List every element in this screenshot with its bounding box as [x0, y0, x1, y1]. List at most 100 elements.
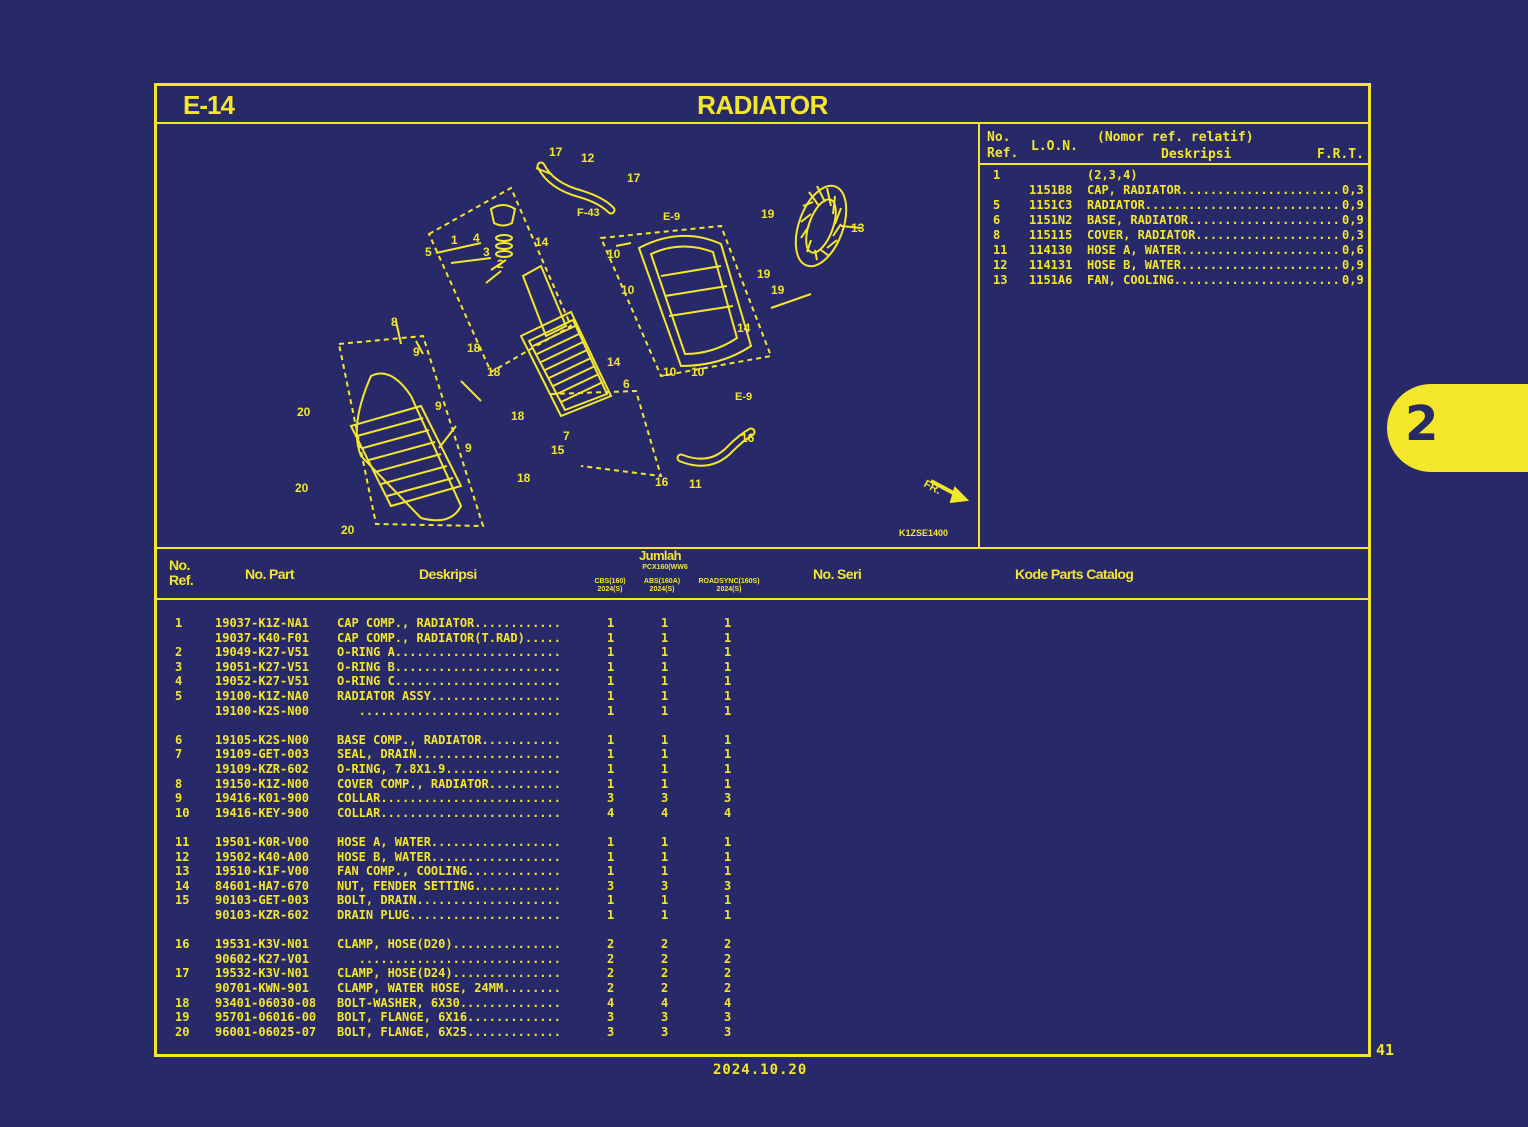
qty-cell: 1 [661, 776, 669, 791]
svg-text:2: 2 [497, 257, 504, 271]
divider [157, 547, 1368, 549]
part-number-cell: 90103-KZR-602 [215, 908, 309, 922]
part-number-cell: 19052-K27-V51 [215, 674, 309, 689]
svg-text:17: 17 [549, 145, 563, 159]
description-cell: CLAMP, WATER HOSE, 24MM........ [337, 981, 561, 995]
part-number-cell: 90602-K27-V01 [215, 951, 309, 966]
qty-cell: 1 [724, 689, 732, 703]
svg-text:14: 14 [737, 321, 751, 335]
frt-header: F.R.T. [1317, 147, 1364, 162]
qty-cell: 4 [607, 995, 615, 1010]
qty-cell: 2 [661, 937, 669, 952]
description-cell: FAN COMP., COOLING............. [337, 864, 561, 879]
lon-desc: (2,3,4) [1087, 168, 1138, 182]
description-cell: CLAMP, HOSE(D20)............... [337, 937, 561, 952]
lon-ref: 13 [993, 273, 1008, 287]
part-number-cell: 19532-K3V-N01 [215, 966, 309, 981]
qty-cell: 4 [607, 805, 615, 820]
ref-cell: 1 [175, 616, 183, 630]
svg-text:1: 1 [451, 233, 458, 247]
qty-cell: 1 [724, 645, 732, 660]
svg-text:20: 20 [341, 523, 355, 537]
lon-frt: 0,9 [1342, 273, 1364, 287]
svg-text:12: 12 [581, 151, 595, 165]
qty-cell: 1 [607, 893, 615, 908]
description-cell: DRAIN PLUG..................... [337, 908, 561, 922]
lon-ref: 12 [993, 258, 1008, 272]
catalog-header: Kode Parts Catalog [1015, 566, 1134, 582]
section-tab: 2 [1387, 384, 1528, 472]
lon-frt: 0,9 [1342, 213, 1364, 227]
qty-cell: 4 [724, 805, 732, 820]
qty-cell: 3 [724, 791, 732, 806]
qty-cell: 1 [724, 849, 732, 864]
svg-text:9: 9 [465, 441, 472, 455]
lon-code: 1151N2 [1029, 213, 1073, 227]
qty-cell: 1 [607, 835, 615, 849]
part-number-cell: 19051-K27-V51 [215, 659, 309, 674]
qty-cell: 2 [607, 981, 615, 995]
part-number-cell: 95701-06016-00 [215, 1010, 317, 1025]
model-col-1: CBS(160)2024(S) [594, 578, 626, 593]
description-cell: BOLT, FLANGE, 6X16............. [337, 1010, 561, 1025]
qty-cell: 1 [607, 732, 615, 747]
ref-cell: 13 [175, 864, 190, 879]
ref-cell: 5 [175, 689, 183, 703]
part-number-cell: 90701-KWN-901 [215, 981, 309, 995]
svg-text:16: 16 [655, 475, 669, 489]
page-title: RADIATOR [697, 90, 828, 120]
qty-cell: 4 [724, 995, 732, 1010]
qty-cell: 1 [724, 893, 732, 908]
svg-text:14: 14 [607, 355, 621, 369]
svg-text:19: 19 [761, 207, 775, 221]
svg-text:11: 11 [689, 477, 702, 491]
table-row: 90701-KWN-901 CLAMP, WATER HOSE, 24MM....… [157, 981, 857, 996]
qty-cell: 3 [661, 1010, 669, 1025]
qty-cell: 3 [607, 1010, 615, 1025]
qty-cell: 1 [607, 630, 615, 645]
lon-desc-header: Deskripsi [1161, 147, 1232, 162]
qty-cell: 1 [661, 659, 669, 674]
description-cell: BOLT-WASHER, 6X30.............. [337, 995, 561, 1010]
part-number-cell: 19416-K01-900 [215, 791, 309, 806]
qty-cell: 1 [661, 703, 669, 718]
ref-cell: 11 [175, 835, 190, 849]
lon-desc: CAP, RADIATOR...................... [1087, 183, 1340, 197]
svg-text:20: 20 [295, 481, 309, 495]
qty-cell: 3 [724, 878, 732, 893]
svg-text:7: 7 [563, 429, 570, 443]
qty-cell: 1 [724, 732, 732, 747]
print-date: 2024.10.20 [713, 1062, 808, 1078]
qty-cell: 1 [661, 747, 669, 762]
lon-desc: HOSE A, WATER...................... [1087, 243, 1340, 257]
svg-text:19: 19 [757, 267, 771, 281]
qty-cell: 3 [607, 1024, 615, 1039]
description-cell: COLLAR......................... [337, 805, 561, 820]
description-cell: COLLAR......................... [337, 791, 561, 806]
part-number-cell: 90103-GET-003 [215, 893, 309, 908]
ref-cell: 20 [175, 1024, 190, 1039]
qty-cell: 1 [661, 849, 669, 864]
qty-cell: 2 [724, 966, 732, 981]
lon-frt: 0,6 [1342, 243, 1364, 257]
svg-text:14: 14 [535, 235, 549, 249]
qty-cell: 1 [724, 835, 732, 849]
svg-text:13: 13 [851, 221, 865, 235]
lon-code: 1151C3 [1029, 198, 1073, 212]
part-number-cell: 19109-KZR-602 [215, 762, 309, 776]
qty-cell: 1 [661, 835, 669, 849]
lon-ref-header: No.Ref. [987, 130, 1019, 161]
description-cell: O-RING B....................... [337, 659, 561, 674]
svg-text:16: 16 [741, 431, 755, 445]
qty-cell: 1 [724, 616, 732, 630]
ref-cell: 7 [175, 747, 183, 762]
ref-cell: 14 [175, 878, 190, 893]
ref-cell: 9 [175, 791, 183, 806]
qty-cell: 2 [661, 966, 669, 981]
